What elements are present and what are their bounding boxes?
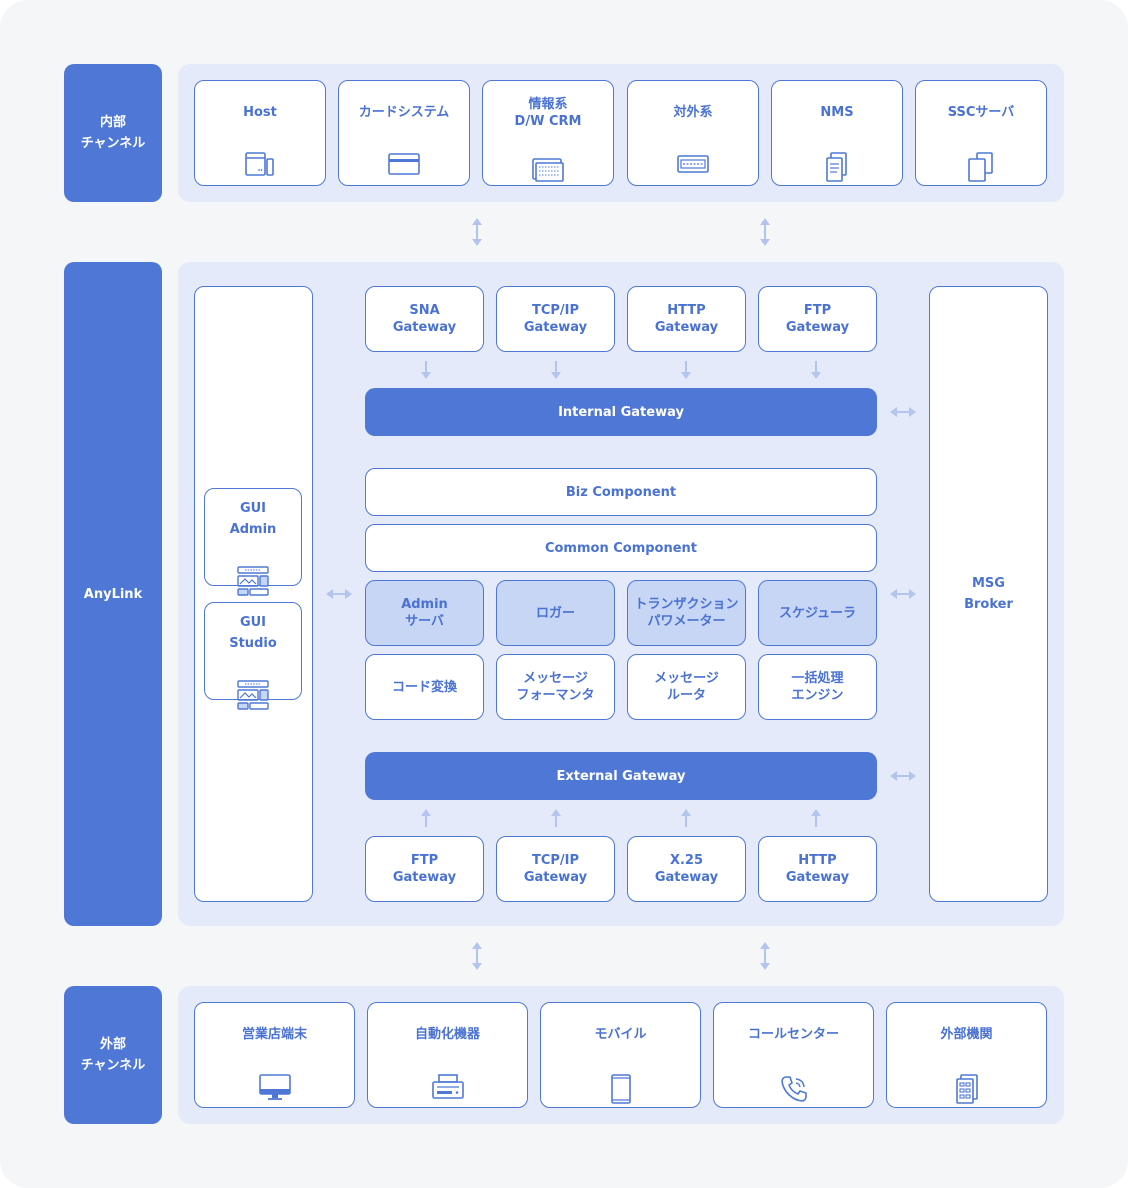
- vertical-arrow: [472, 942, 482, 970]
- channel-branch-terminal: 営業店端末: [194, 1002, 355, 1108]
- copy-icon: [965, 134, 997, 200]
- server-tower-icon: [244, 134, 276, 194]
- system-label: NMS: [820, 105, 854, 120]
- inbound-gateway-ftp: FTP Gateway: [758, 286, 877, 352]
- service-batch-engine: 一括処理 エンジン: [758, 654, 877, 720]
- channel-label: コールセンター: [747, 1027, 839, 1042]
- internal-gateway-bar: Internal Gateway: [365, 388, 877, 436]
- anylink-panel: [178, 262, 1064, 926]
- service-message-formatter: メッセージ フォーマンタ: [496, 654, 615, 720]
- down-arrow: [811, 361, 821, 379]
- inbound-gateway-tcpip: TCP/IP Gateway: [496, 286, 615, 352]
- biz-component: Biz Component: [365, 468, 877, 516]
- external-gateway-bar: External Gateway: [365, 752, 877, 800]
- outbound-gateway-x25: X.25 Gateway: [627, 836, 746, 902]
- service-message-router: メッセージ ルータ: [627, 654, 746, 720]
- service-admin-server: Admin サーバ: [365, 580, 484, 646]
- system-external-link: 対外系: [627, 80, 759, 186]
- channel-call-center: コールセンター: [713, 1002, 874, 1108]
- up-arrow: [551, 809, 561, 827]
- horizontal-arrow: [890, 407, 916, 417]
- phone-icon: [778, 1056, 810, 1122]
- down-arrow: [421, 361, 431, 379]
- printer-icon: [431, 1056, 465, 1118]
- system-label: 対外系: [673, 105, 713, 120]
- down-arrow: [551, 361, 561, 379]
- anylink-label: AnyLink: [64, 262, 162, 926]
- system-nms: NMS: [771, 80, 903, 186]
- up-arrow: [811, 809, 821, 827]
- system-label: カードシステム: [358, 105, 450, 120]
- system-host: Host: [194, 80, 326, 186]
- vertical-arrow: [472, 218, 482, 246]
- external-channel-label: 外部 チャンネル: [64, 986, 162, 1124]
- gui-column: [194, 286, 313, 902]
- down-arrow: [681, 361, 691, 379]
- system-label: 情報系 D/W CRM: [514, 97, 582, 129]
- service-transaction-parameter: トランザクション パワメーター: [627, 580, 746, 646]
- channel-label: 自動化機器: [414, 1027, 480, 1042]
- building-icon: [953, 1056, 981, 1122]
- system-dw-crm: 情報系 D/W CRM: [482, 80, 614, 186]
- system-card: カードシステム: [338, 80, 470, 186]
- window-icon: [387, 134, 421, 194]
- common-component: Common Component: [365, 524, 877, 572]
- system-label: SSCサーバ: [947, 105, 1015, 120]
- service-logger: ロガー: [496, 580, 615, 646]
- gui-admin: GUI Admin: [204, 488, 302, 596]
- documents-icon: [823, 134, 851, 200]
- monitor-icon: [258, 1056, 292, 1118]
- gui-label: GUI Admin: [229, 501, 277, 537]
- msg-broker: MSG Broker: [929, 286, 1048, 902]
- channel-mobile: モバイル: [540, 1002, 701, 1108]
- channel-label: 営業店端末: [241, 1027, 307, 1042]
- up-arrow: [421, 809, 431, 827]
- channel-label: 外部機関: [940, 1027, 993, 1042]
- mobile-icon: [609, 1056, 633, 1122]
- inbound-gateway-sna: SNA Gateway: [365, 286, 484, 352]
- channel-automated-device: 自動化機器: [367, 1002, 528, 1108]
- vertical-arrow: [760, 218, 770, 246]
- vertical-arrow: [760, 942, 770, 970]
- horizontal-arrow: [890, 589, 916, 599]
- horizontal-arrow: [326, 589, 352, 599]
- gui-label: GUI Studio: [229, 615, 277, 651]
- inbound-gateway-http: HTTP Gateway: [627, 286, 746, 352]
- channel-label: モバイル: [594, 1027, 647, 1042]
- gui-studio: GUI Studio: [204, 602, 302, 710]
- internal-channel-label: 内部 チャンネル: [64, 64, 162, 202]
- service-code-conversion: コード変換: [365, 654, 484, 720]
- system-label: Host: [243, 105, 277, 120]
- service-scheduler: スケジューラ: [758, 580, 877, 646]
- outbound-gateway-http: HTTP Gateway: [758, 836, 877, 902]
- outbound-gateway-ftp: FTP Gateway: [365, 836, 484, 902]
- outbound-gateway-tcpip: TCP/IP Gateway: [496, 836, 615, 902]
- stacked-windows-icon: [531, 140, 565, 200]
- dashboard-icon: [236, 658, 270, 732]
- up-arrow: [681, 809, 691, 827]
- system-ssc-server: SSCサーバ: [915, 80, 1047, 186]
- horizontal-arrow: [890, 771, 916, 781]
- keyboard-window-icon: [676, 134, 710, 194]
- dashboard-icon: [236, 544, 270, 618]
- channel-external-agency: 外部機関: [886, 1002, 1047, 1108]
